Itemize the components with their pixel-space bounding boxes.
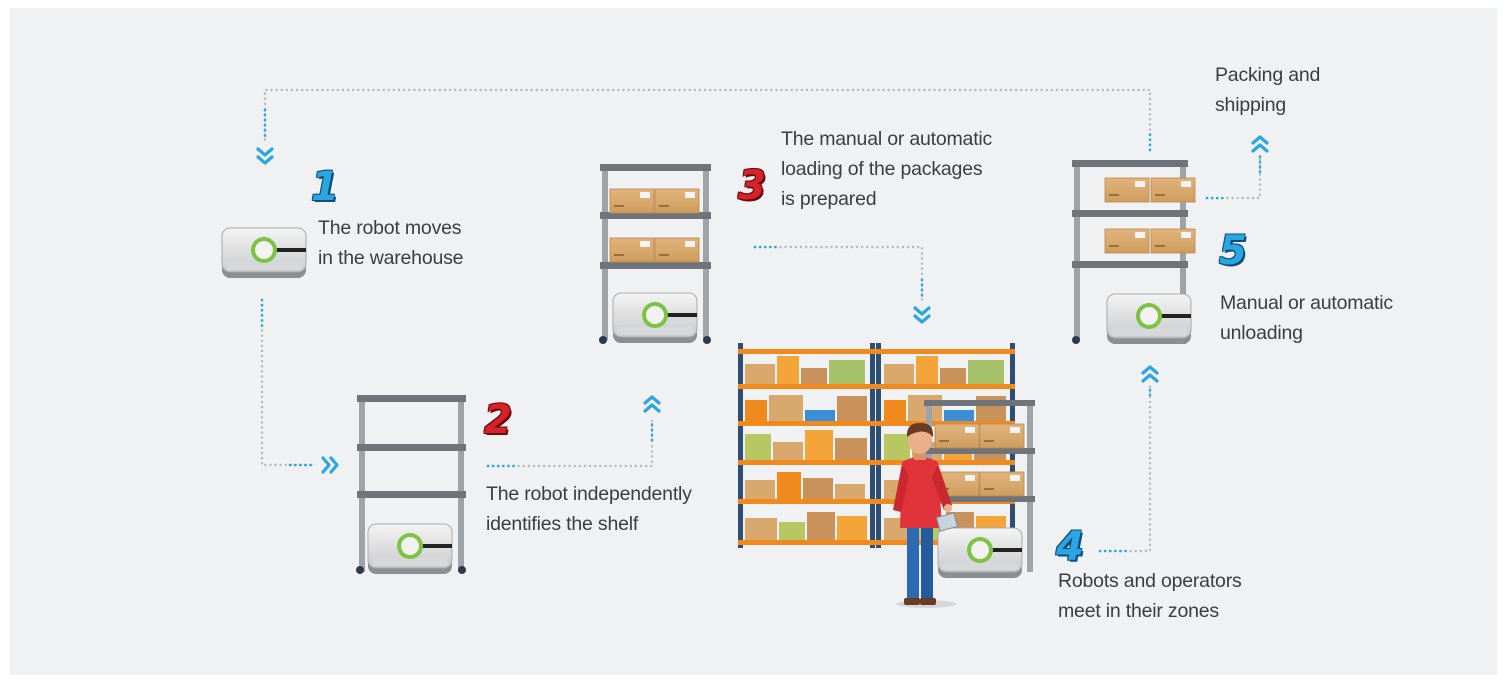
robot-icon [221, 227, 307, 279]
flow-connectors-blue-tips [260, 108, 1262, 553]
double-chevron-icon [256, 147, 274, 165]
double-chevron-icon [643, 395, 661, 413]
step-number-2: 2 [484, 397, 512, 443]
box-icon [1150, 228, 1196, 254]
step-label-4: Robots and operators meet in their zones [1058, 570, 1242, 622]
diagram-background [10, 8, 1497, 675]
step-number-3: 3 [738, 163, 766, 209]
double-chevron-icon [1141, 365, 1159, 383]
robot-icon [367, 523, 453, 575]
box-icon [609, 237, 655, 263]
step-label-3: The manual or automatic loading of the p… [781, 128, 993, 210]
step-label-1: The robot moves in the warehouse [318, 217, 464, 269]
box-icon [609, 188, 655, 214]
box-icon [1150, 177, 1196, 203]
step-number-4: 4 [1056, 524, 1084, 570]
robot-icon [937, 527, 1023, 579]
robot-icon [1106, 293, 1192, 345]
double-chevron-icon [321, 456, 339, 474]
step-number-1: 1 [311, 164, 339, 210]
box-icon [1104, 228, 1150, 254]
step-label-2: The robot independently identifies the s… [486, 483, 692, 535]
box-icon [654, 237, 700, 263]
shelf-icon [356, 395, 466, 574]
double-chevron-icon [913, 306, 931, 324]
double-chevron-icon [1251, 135, 1269, 153]
box-icon [1104, 177, 1150, 203]
step-number-5: 5 [1219, 228, 1247, 274]
packing-shipping-label: Packing and shipping [1215, 64, 1321, 116]
robot-icon [612, 292, 698, 344]
operator-icon [893, 422, 959, 608]
step-label-5: Manual or automatic unloading [1220, 292, 1393, 344]
shelf-icon [599, 164, 711, 344]
box-icon [654, 188, 700, 214]
